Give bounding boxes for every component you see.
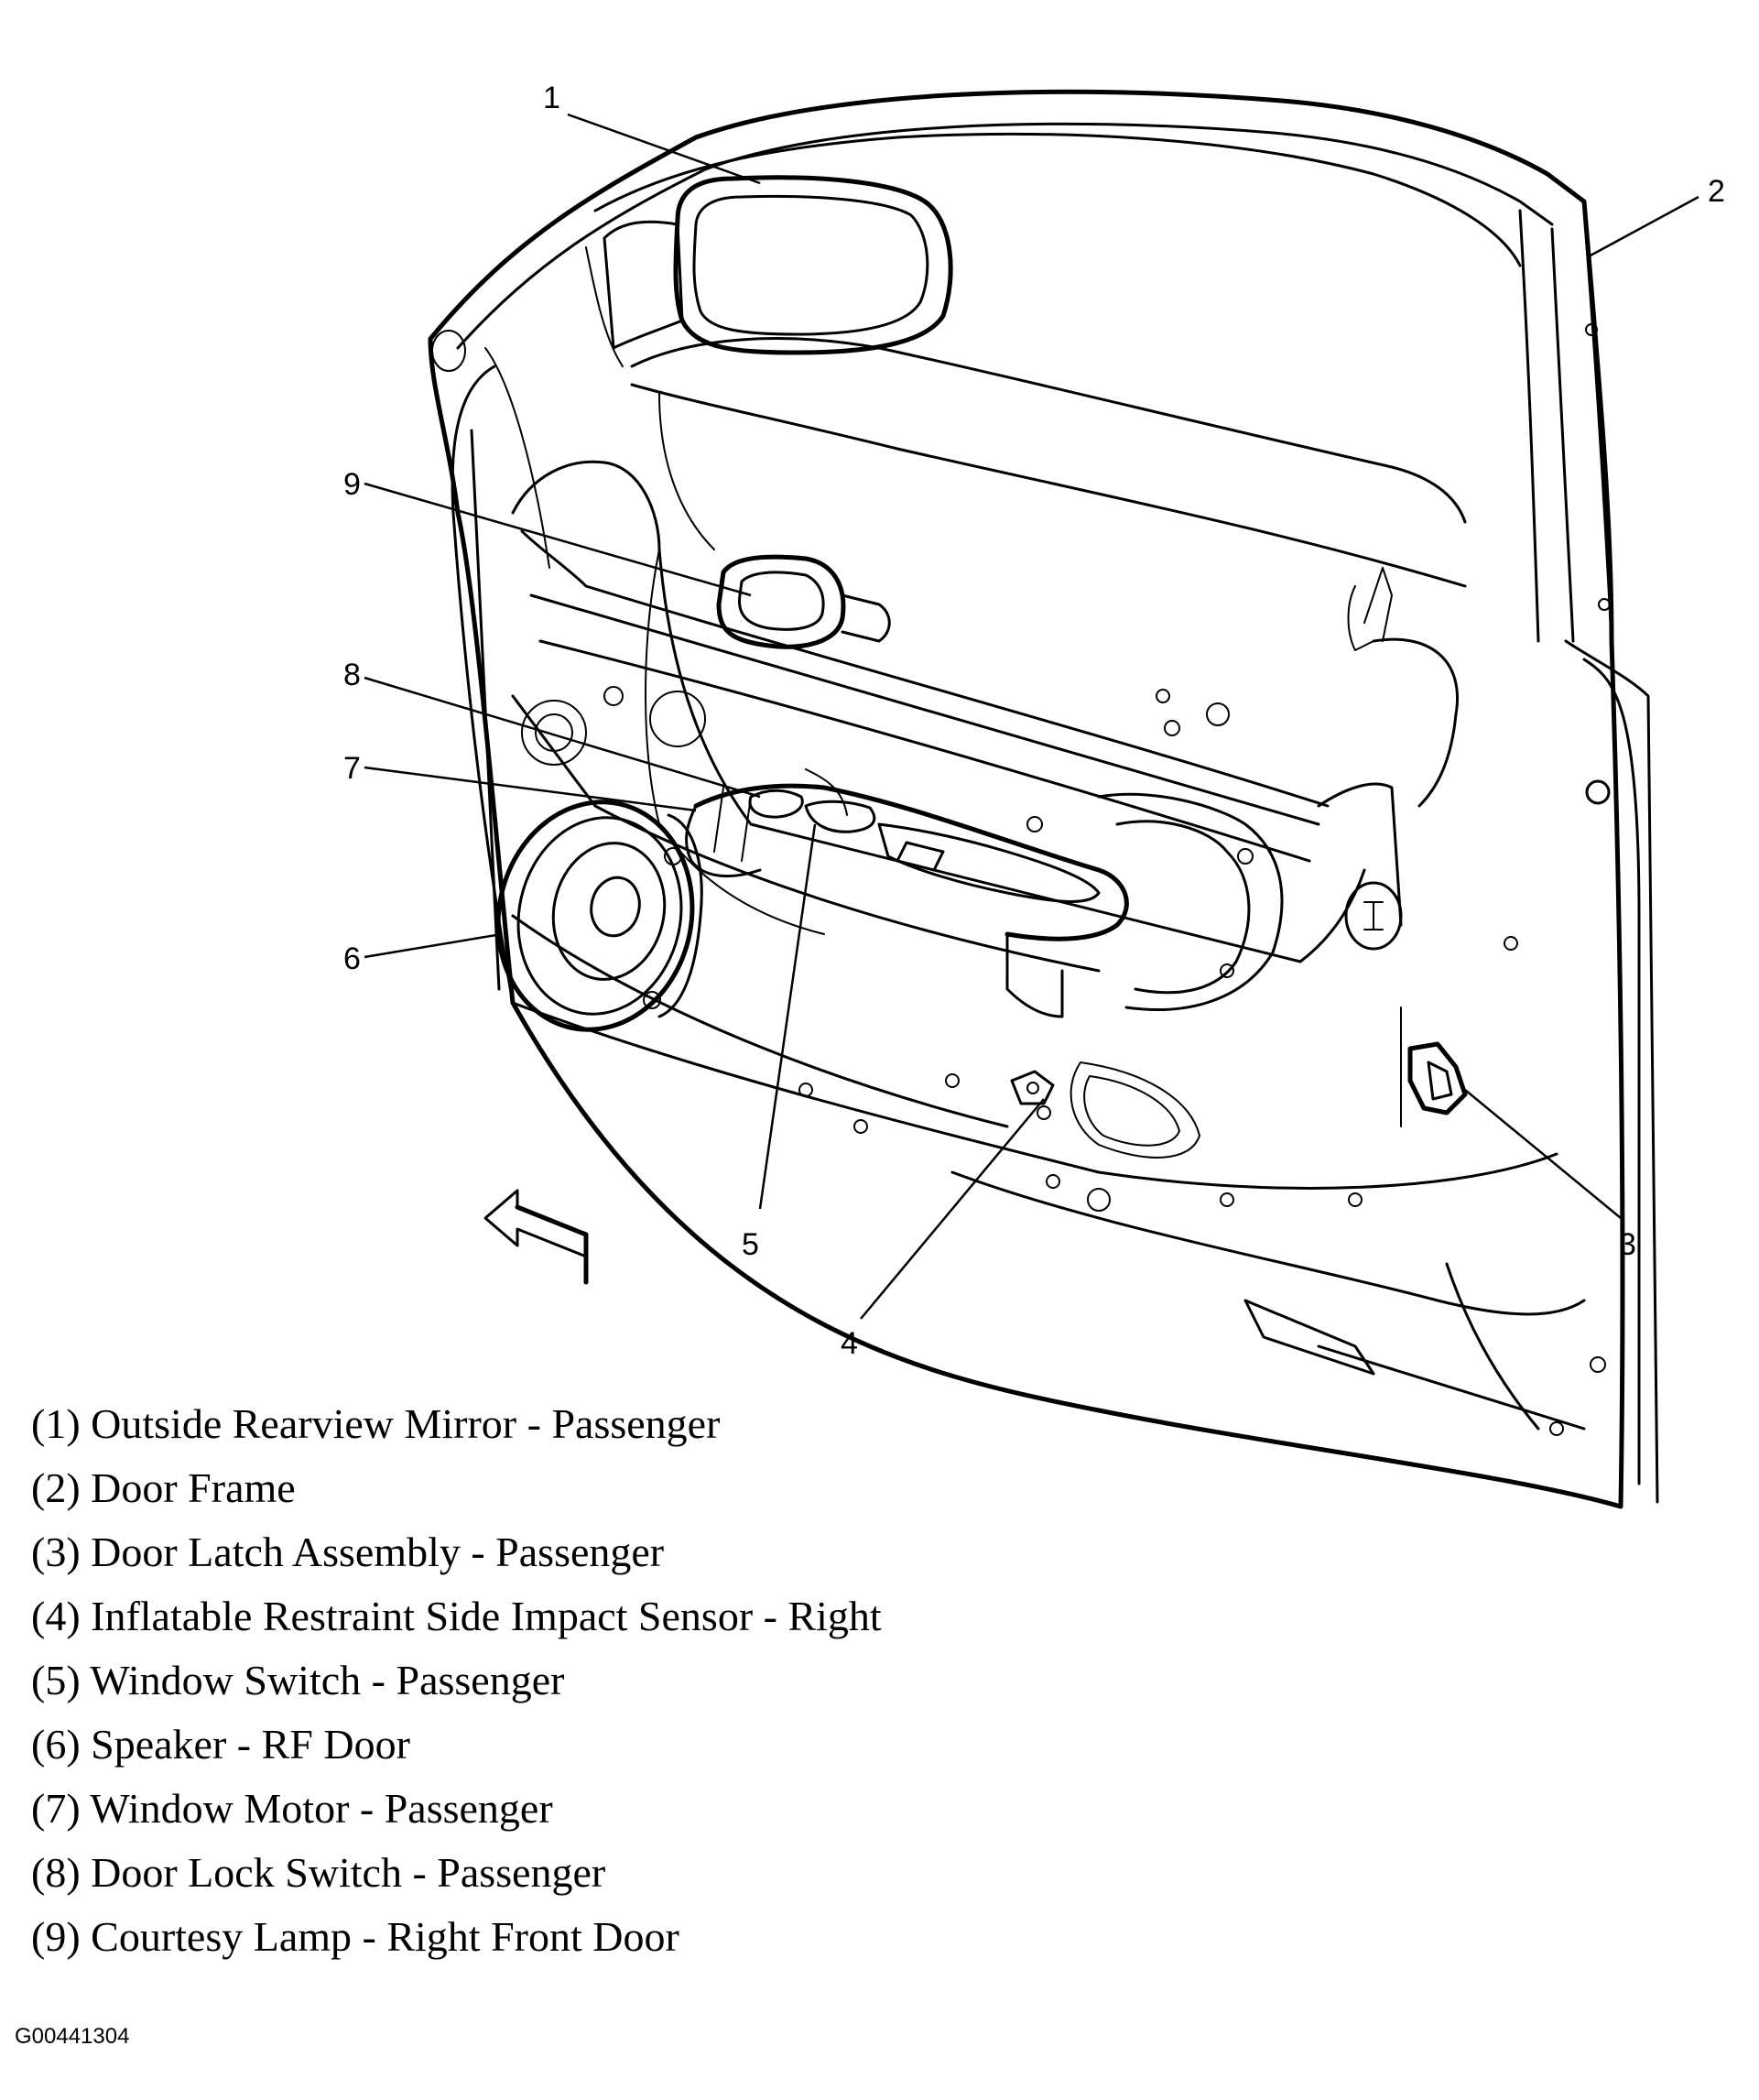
component-legend: (1) Outside Rearview Mirror - Passenger … xyxy=(31,1392,882,1969)
courtesy-lamp xyxy=(716,554,891,649)
door-trim-panel xyxy=(511,323,1611,1436)
callout-9: 9 xyxy=(343,467,361,502)
leader-4 xyxy=(860,1098,1045,1320)
callout-3: 3 xyxy=(1619,1227,1636,1262)
legend-item: (9) Courtesy Lamp - Right Front Door xyxy=(31,1913,679,1960)
side-impact-sensor xyxy=(1010,1070,1055,1105)
door-frame xyxy=(428,89,1659,1509)
leader-8 xyxy=(364,676,761,799)
door-outer-shell xyxy=(431,330,550,1005)
leader-6 xyxy=(364,932,503,959)
callout-4: 4 xyxy=(841,1326,858,1361)
callout-8: 8 xyxy=(343,658,361,692)
callout-2: 2 xyxy=(1708,174,1725,209)
door-latch-assembly xyxy=(1400,1006,1468,1127)
outside-rearview-mirror xyxy=(585,175,953,367)
callout-7: 7 xyxy=(343,751,361,786)
callout-1: 1 xyxy=(543,81,560,115)
legend-item: (7) Window Motor - Passenger xyxy=(31,1785,553,1832)
armrest-switch-panel xyxy=(693,783,1129,1018)
leader-7 xyxy=(364,766,697,812)
leader-2 xyxy=(1588,195,1699,258)
front-direction-arrow-icon xyxy=(483,1189,589,1285)
leader-5 xyxy=(758,823,817,1210)
leader-3 xyxy=(1464,1089,1622,1219)
legend-item: (5) Window Switch - Passenger xyxy=(31,1657,565,1703)
leader-1 xyxy=(567,113,761,185)
callout-6: 6 xyxy=(343,941,361,976)
rf-door-speaker xyxy=(495,800,703,1032)
door-component-diagram: 1 2 3 4 5 6 7 8 9 xyxy=(343,81,1725,1509)
callout-numbers: 1 2 3 4 5 6 7 8 9 xyxy=(343,81,1725,1361)
legend-item: (3) Door Latch Assembly - Passenger xyxy=(31,1529,665,1575)
figure-id: G00441304 xyxy=(15,2024,130,2049)
legend-item: (1) Outside Rearview Mirror - Passenger xyxy=(31,1400,721,1447)
legend-item: (4) Inflatable Restraint Side Impact Sen… xyxy=(31,1593,882,1639)
window-motor xyxy=(685,768,848,878)
window-glass xyxy=(630,337,1467,588)
callout-leaders xyxy=(364,113,1699,1320)
callout-5: 5 xyxy=(742,1227,759,1262)
legend-item: (6) Speaker - RF Door xyxy=(31,1721,410,1768)
legend-item: (2) Door Frame xyxy=(31,1464,296,1511)
leader-9 xyxy=(364,482,752,597)
legend-item: (8) Door Lock Switch - Passenger xyxy=(31,1849,606,1896)
